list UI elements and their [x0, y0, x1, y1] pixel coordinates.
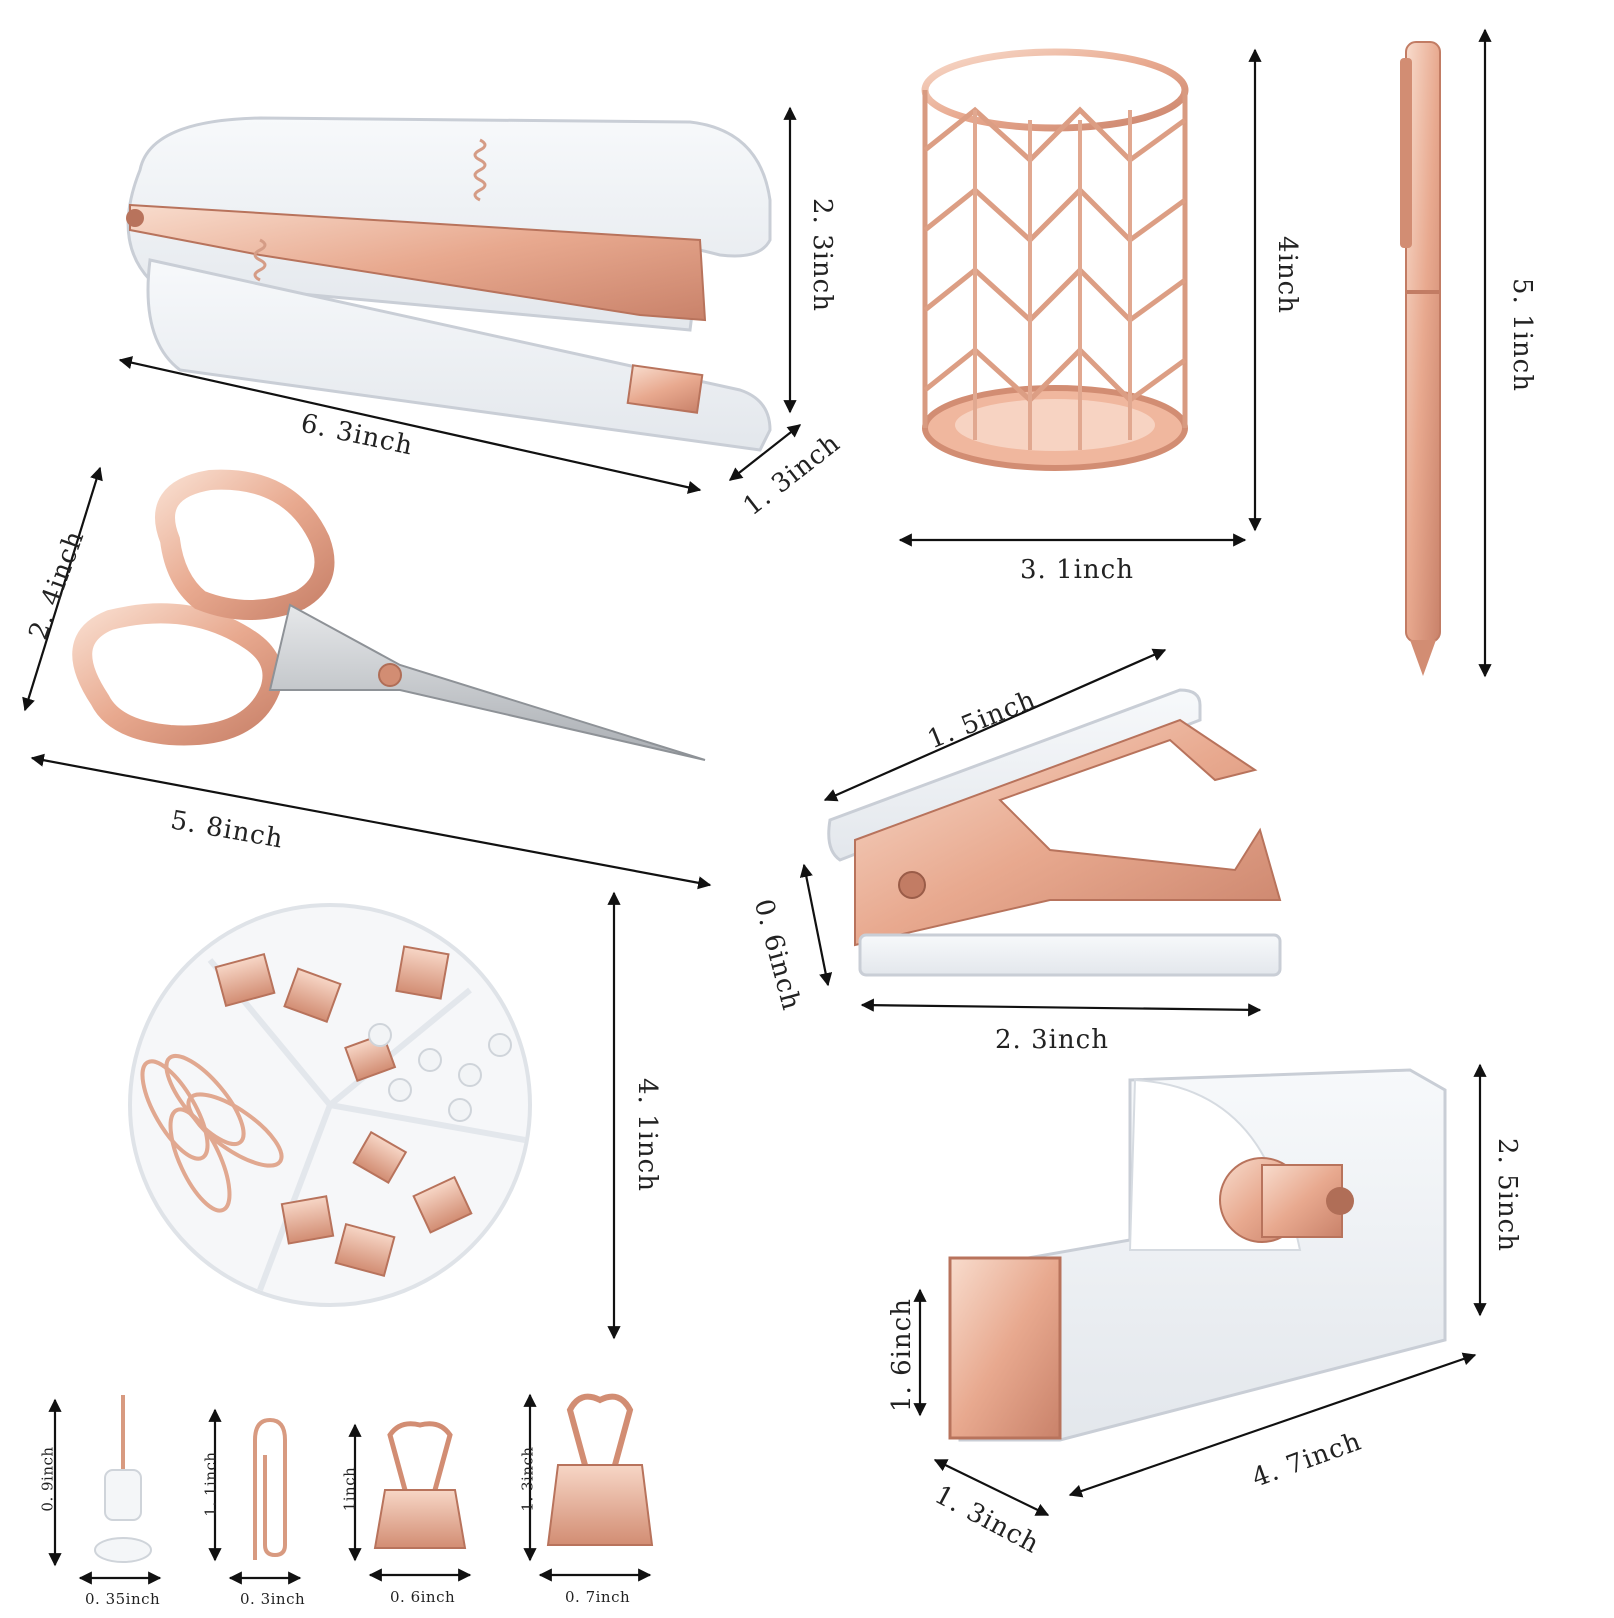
label-tape-front-height: 1. 6inch	[886, 1298, 917, 1412]
binder-clip-small	[373, 1421, 467, 1549]
label-tape-height: 2. 5inch	[1491, 1138, 1522, 1252]
pen	[1400, 41, 1441, 676]
dimension-arrows	[22, 28, 1492, 1585]
label-stapler-height: 2. 3inch	[806, 198, 837, 312]
clip-box	[128, 903, 532, 1307]
label-binder-small-width: 0. 6inch	[390, 1588, 456, 1606]
binder-clip-large	[546, 1393, 654, 1546]
label-pen-holder-width: 3. 1inch	[1020, 555, 1134, 585]
label-pen-length: 5. 1inch	[1506, 278, 1537, 392]
label-clip-box-diameter: 4. 1inch	[631, 1078, 662, 1192]
label-binder-large-width: 0. 7inch	[565, 1588, 631, 1606]
paper-clip	[253, 1417, 287, 1560]
pen-holder	[921, 48, 1189, 471]
scissors	[72, 469, 706, 761]
label-binder-small-height: 1inch	[340, 1466, 359, 1512]
label-remover-width: 2. 3inch	[995, 1025, 1109, 1055]
push-pin	[94, 1395, 152, 1563]
label-pushpin-width: 0. 35inch	[85, 1590, 161, 1608]
staple-remover	[827, 688, 1282, 977]
label-pen-holder-height: 4inch	[1271, 236, 1302, 314]
tape-dispenser	[948, 1068, 1447, 1442]
label-paperclip-height: 1. 1inch	[201, 1451, 220, 1517]
stapler	[126, 116, 772, 452]
label-binder-large-height: 1. 3inch	[518, 1446, 537, 1512]
label-paperclip-width: 0. 3inch	[240, 1590, 306, 1608]
label-pushpin-height: 0. 9inch	[38, 1446, 57, 1512]
